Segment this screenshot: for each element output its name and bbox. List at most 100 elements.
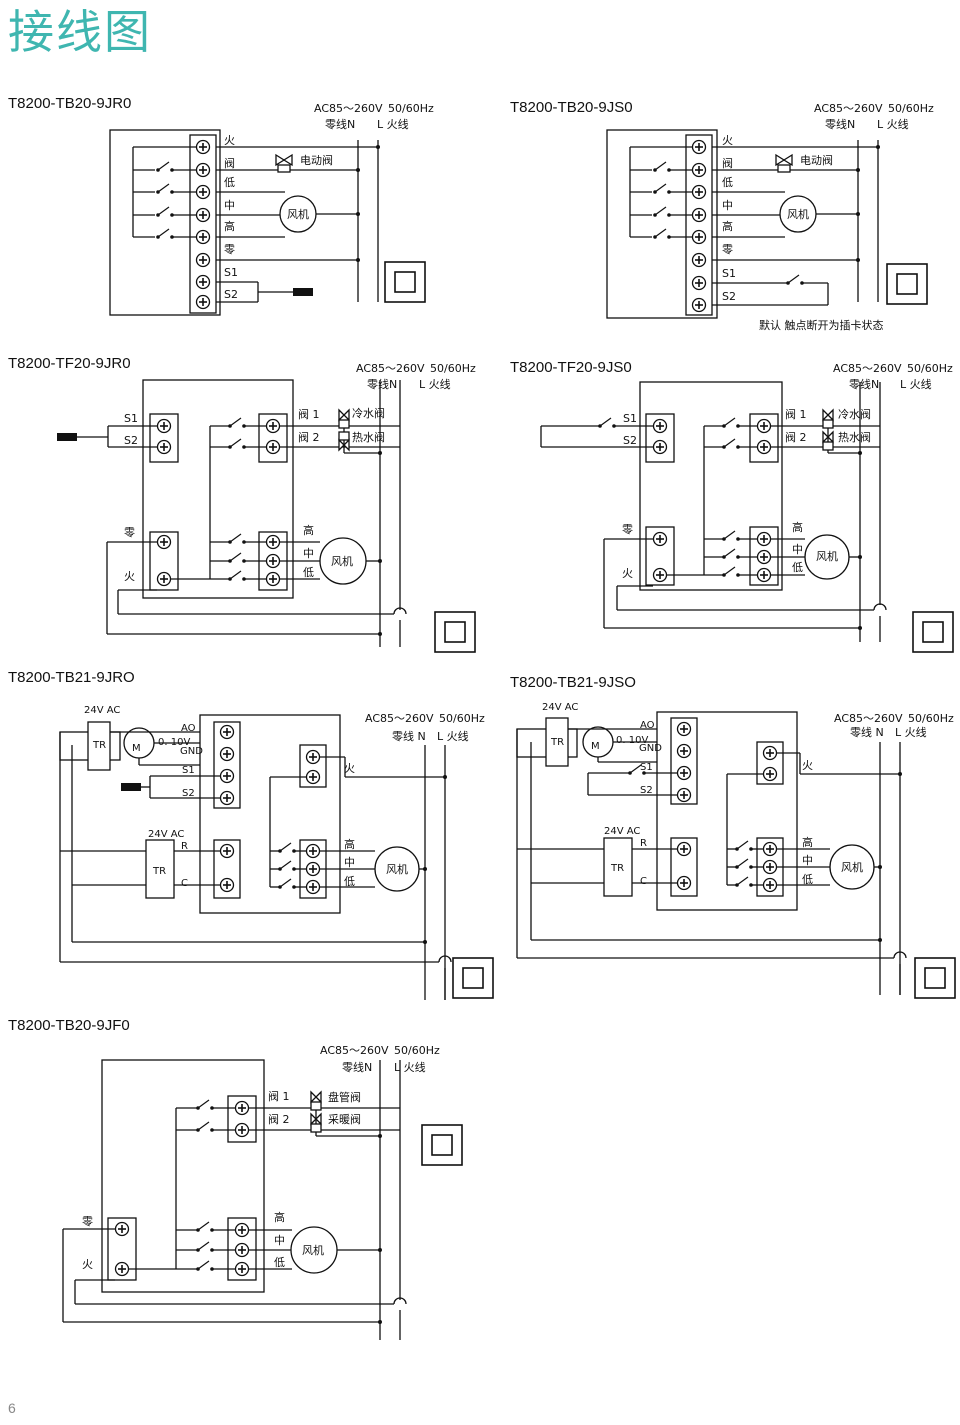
svg-text:高: 高 (792, 520, 803, 534)
svg-text:S1: S1 (224, 266, 238, 279)
svg-text:S1: S1 (623, 412, 637, 425)
page-number: 6 (8, 1400, 16, 1416)
svg-text:高: 高 (274, 1210, 285, 1224)
svg-text:火: 火 (622, 567, 633, 580)
svg-text:火: 火 (224, 134, 235, 147)
svg-text:L 火线: L 火线 (437, 729, 469, 743)
svg-text:阀 2: 阀 2 (268, 1112, 290, 1126)
svg-text:冷水阀: 冷水阀 (838, 407, 871, 421)
svg-text:零: 零 (722, 243, 733, 256)
svg-text:零线N: 零线N (342, 1060, 372, 1074)
svg-text:风机: 风机 (787, 207, 809, 221)
svg-text:L 火线: L 火线 (419, 377, 451, 391)
svg-text:AC85～260V: AC85～260V (833, 362, 902, 375)
svg-text:AC85～260V: AC85～260V (314, 102, 383, 115)
svg-text:TR: TR (550, 737, 564, 748)
svg-text:零: 零 (124, 526, 135, 539)
svg-text:低: 低 (303, 566, 314, 579)
model-label-tb20-9jf0: T8200-TB20-9JF0 (8, 1017, 130, 1034)
svg-text:中: 中 (303, 547, 314, 560)
svg-text:采暖阀: 采暖阀 (328, 1112, 361, 1126)
svg-text:高: 高 (344, 837, 355, 851)
svg-text:M: M (132, 743, 141, 754)
svg-text:R: R (181, 841, 188, 852)
svg-text:L 火线: L 火线 (900, 377, 932, 391)
svg-text:火: 火 (82, 1258, 93, 1271)
model-label-tb20-9js0: T8200-TB20-9JS0 (510, 99, 633, 116)
svg-text:R: R (640, 838, 647, 849)
svg-text:阀 2: 阀 2 (785, 430, 807, 444)
svg-text:中: 中 (224, 199, 235, 212)
diagram-tf20-9js0 (540, 381, 954, 653)
svg-text:50/60Hz: 50/60Hz (394, 1044, 440, 1057)
svg-text:50/60Hz: 50/60Hz (888, 102, 934, 115)
svg-text:中: 中 (344, 856, 355, 869)
model-label-tb21-9jso: T8200-TB21-9JSO (510, 674, 636, 691)
svg-text:24V AC: 24V AC (604, 826, 640, 837)
svg-text:24V AC: 24V AC (84, 705, 120, 716)
svg-text:24V AC: 24V AC (542, 702, 578, 713)
diagram-tb20-9jr0 (109, 129, 426, 316)
diagram-tb21-9jro-labels: 24V AC TR M AO 0. 10V GND S1 S2 24V AC R… (84, 705, 485, 889)
svg-text:零线N: 零线N (367, 377, 397, 391)
svg-text:电动阀: 电动阀 (300, 153, 333, 167)
svg-text:S2: S2 (224, 288, 238, 301)
diagram-tb21-9jso-labels: 24V AC TR M AO 0. 10V GND S1 S2 24V AC R… (542, 702, 954, 887)
svg-text:AC85～260V: AC85～260V (814, 102, 883, 115)
svg-text:50/60Hz: 50/60Hz (388, 102, 434, 115)
svg-text:低: 低 (274, 1256, 285, 1269)
svg-text:零线 N: 零线 N (392, 729, 426, 743)
page-title: 接线图 (8, 5, 152, 59)
svg-text:TR: TR (92, 740, 106, 751)
svg-text:GND: GND (180, 746, 203, 757)
svg-text:阀 2: 阀 2 (298, 430, 320, 444)
svg-text:50/60Hz: 50/60Hz (439, 712, 485, 725)
svg-text:低: 低 (224, 176, 235, 189)
svg-text:阀 1: 阀 1 (298, 407, 320, 421)
svg-text:S1: S1 (182, 765, 195, 776)
svg-text:阀: 阀 (224, 156, 235, 170)
svg-text:S2: S2 (640, 785, 653, 796)
svg-text:零线N: 零线N (849, 377, 879, 391)
svg-text:0. 10V: 0. 10V (158, 737, 190, 748)
svg-text:中: 中 (792, 543, 803, 556)
svg-text:S2: S2 (623, 434, 637, 447)
svg-text:零线N: 零线N (325, 117, 355, 131)
svg-text:AO: AO (640, 720, 655, 731)
svg-text:高: 高 (802, 835, 813, 849)
svg-text:风机: 风机 (287, 207, 309, 221)
svg-text:低: 低 (722, 176, 733, 189)
svg-text:C: C (181, 878, 188, 889)
svg-text:火: 火 (124, 570, 135, 583)
svg-text:热水阀: 热水阀 (352, 430, 385, 444)
diagram-tb20-9js0 (606, 129, 928, 319)
svg-text:火: 火 (802, 759, 813, 772)
svg-text:TR: TR (610, 863, 624, 874)
svg-text:TR: TR (152, 866, 166, 877)
model-label-tf20-9jr0: T8200-TF20-9JR0 (8, 355, 131, 372)
svg-text:零线N: 零线N (825, 117, 855, 131)
svg-text:GND: GND (639, 743, 662, 754)
svg-text:阀: 阀 (722, 156, 733, 170)
svg-text:S2: S2 (124, 434, 138, 447)
model-label-tf20-9js0: T8200-TF20-9JS0 (510, 359, 632, 376)
svg-text:风机: 风机 (331, 554, 353, 568)
svg-text:低: 低 (344, 875, 355, 888)
svg-text:风机: 风机 (841, 860, 863, 874)
svg-text:高: 高 (303, 523, 314, 537)
svg-text:高: 高 (722, 219, 733, 233)
svg-text:低: 低 (792, 561, 803, 574)
svg-text:S1: S1 (722, 267, 736, 280)
svg-text:阀 1: 阀 1 (785, 407, 807, 421)
svg-text:电动阀: 电动阀 (800, 153, 833, 167)
diagram-tb21-9jro (59, 714, 494, 1000)
svg-text:低: 低 (802, 873, 813, 886)
svg-text:风机: 风机 (816, 549, 838, 563)
svg-text:风机: 风机 (302, 1243, 324, 1257)
